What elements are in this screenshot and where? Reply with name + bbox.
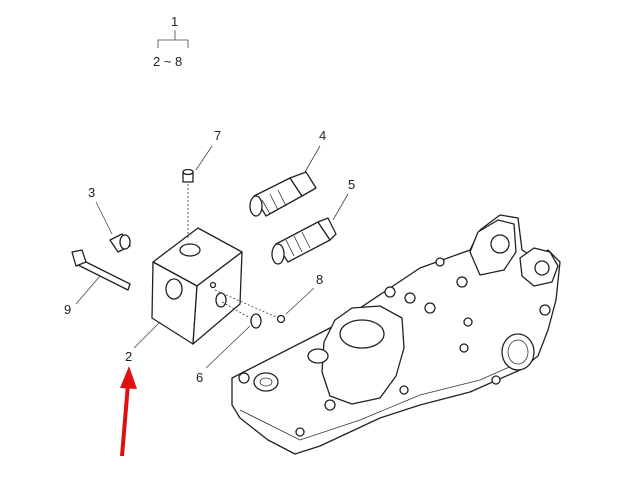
cartridge-part-4 xyxy=(249,171,317,217)
callout-4: 4 xyxy=(319,128,326,143)
housing-bore-inner xyxy=(507,339,529,365)
cartridge-part-5 xyxy=(271,217,337,265)
housing-bolt-hole-5 xyxy=(404,292,416,304)
callout-8: 8 xyxy=(316,272,323,287)
valve-block xyxy=(151,227,243,345)
housing-bolt-hole-1 xyxy=(238,372,250,384)
leader-8 xyxy=(285,287,315,315)
plug-8-body xyxy=(276,314,286,324)
red-arrow-shaft xyxy=(120,383,130,457)
housing-bolt-hole-13 xyxy=(399,385,409,395)
red-arrow-icon xyxy=(120,366,137,457)
fitting-top xyxy=(182,168,194,176)
group-number: 1 xyxy=(171,14,178,29)
valve-block-side-port xyxy=(215,292,227,308)
valve-block-top-port xyxy=(179,243,201,257)
housing-port-front-inner xyxy=(259,377,273,387)
seal-part-6 xyxy=(221,301,262,329)
leader-4 xyxy=(304,145,321,173)
housing-bore xyxy=(501,333,535,371)
housing-bolt-hole-11 xyxy=(435,257,445,267)
housing-bolt-hole-6 xyxy=(424,302,436,314)
housing-bolt-hole-2 xyxy=(324,399,336,411)
plug-part-8 xyxy=(214,289,286,324)
leader-6 xyxy=(205,325,251,369)
housing-bolt-hole-3 xyxy=(295,427,305,437)
housing-edge-line xyxy=(239,357,531,441)
callout-2: 2 xyxy=(125,349,132,364)
leader-5 xyxy=(332,193,349,221)
plug-8-axis-line xyxy=(214,289,279,319)
callouts: 7 4 5 3 8 9 2 6 xyxy=(64,128,355,385)
bolt-head xyxy=(71,249,87,267)
seal-axis-line xyxy=(221,301,251,319)
housing-bolt-hole-8 xyxy=(463,317,473,327)
housing-dome-top xyxy=(339,319,385,349)
leader-9 xyxy=(75,275,101,305)
cartridge-4-tip xyxy=(249,195,263,217)
cartridge-4-threads xyxy=(261,189,287,215)
leader-2 xyxy=(133,321,161,349)
callout-7: 7 xyxy=(214,128,221,143)
range-label: 2 ~ 8 xyxy=(153,54,182,69)
housing-bolt-hole-9 xyxy=(459,343,469,353)
callout-9: 9 xyxy=(64,302,71,317)
callout-6: 6 xyxy=(196,370,203,385)
housing-port-boss xyxy=(307,348,329,364)
housing-bolt-hole-12 xyxy=(491,375,501,385)
callout-5: 5 xyxy=(348,177,355,192)
cartridge-5-tip xyxy=(271,243,285,265)
leader-7 xyxy=(195,145,213,171)
group-header: 1 2 ~ 8 xyxy=(153,14,189,69)
leader-3 xyxy=(95,201,113,235)
callout-3: 3 xyxy=(88,185,95,200)
cartridge-5-cap xyxy=(317,217,337,241)
housing-port-front xyxy=(253,372,279,392)
fitting-part-7 xyxy=(182,168,194,238)
main-housing xyxy=(231,214,561,455)
seal-ring xyxy=(250,313,262,329)
group-bracket xyxy=(157,30,189,48)
cartridge-5-threads xyxy=(285,231,311,257)
plug-part-3 xyxy=(109,233,131,253)
cartridge-4-nut xyxy=(289,171,317,197)
housing-ear-right-hole xyxy=(534,260,550,276)
bolt-part-9 xyxy=(71,249,131,291)
valve-block-front-port xyxy=(165,278,183,300)
valve-block-small-hole xyxy=(209,281,217,289)
housing-bolt-hole-4 xyxy=(384,286,396,298)
red-arrow-head xyxy=(120,366,137,389)
housing-bolt-hole-10 xyxy=(539,304,551,316)
plug-face xyxy=(119,234,131,250)
housing-ear-left-hole xyxy=(490,234,510,254)
housing-bolt-hole-7 xyxy=(456,276,468,288)
